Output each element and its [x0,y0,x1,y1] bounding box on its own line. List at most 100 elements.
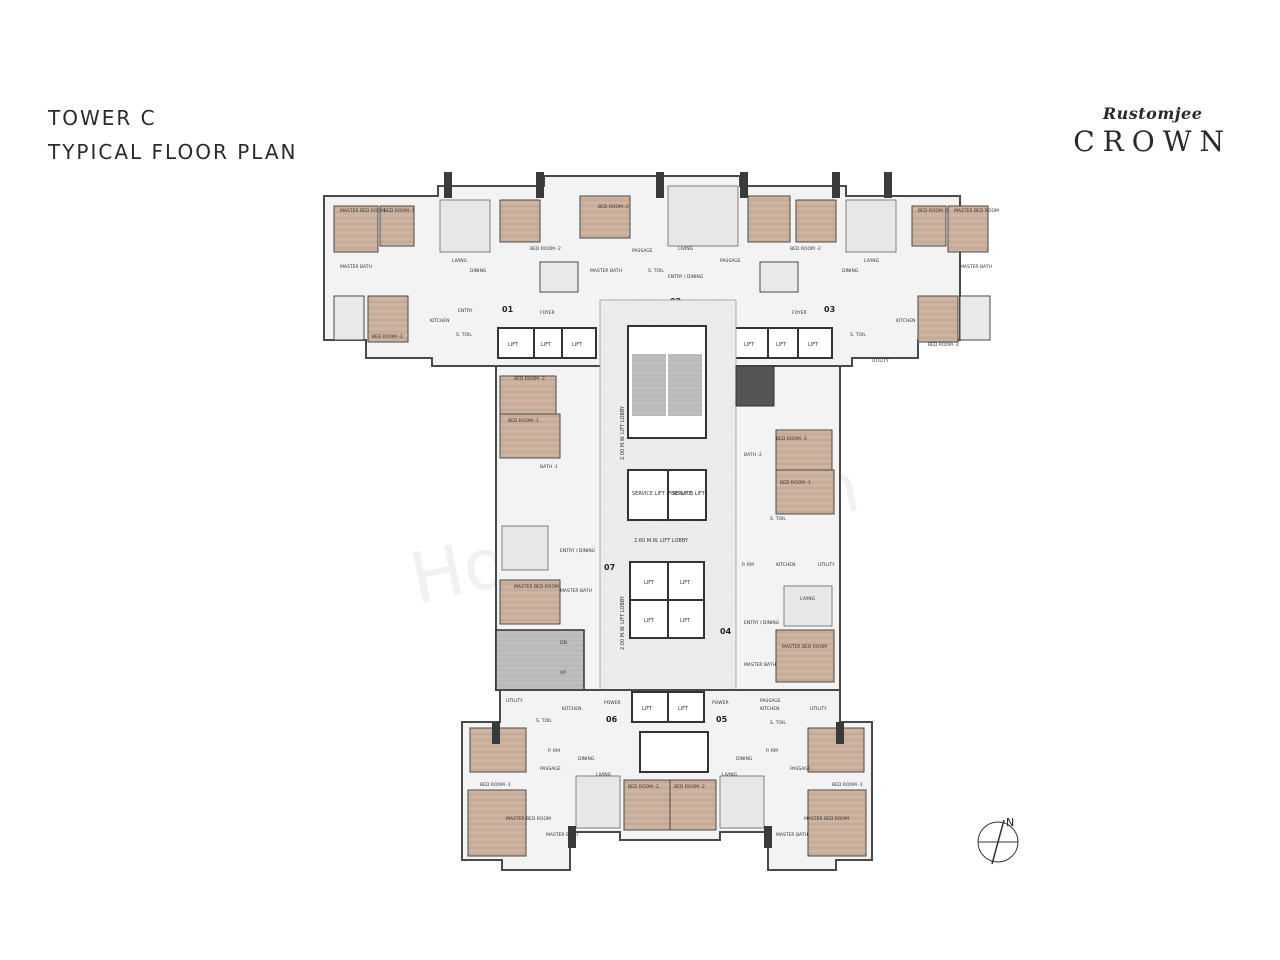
label-dining-i: DINING [736,756,753,762]
label-bed-room-2-e: BED ROOM -2 [928,342,959,348]
plan-title-tower: TOWER C [48,106,157,130]
label-power-h: POWER [604,700,621,706]
label-bed-room-2-b: BED ROOM -2 [530,246,561,252]
lift-label-9: LIFT [644,618,655,624]
label-master-bed-room-h: MASTER BED ROOM [506,816,551,822]
lift-label-5: LIFT [776,342,787,348]
label-passage-h: PASSAGE [540,766,561,772]
lobby-label-left-bottom: 2.00 M.W. LIFT LOBBY [620,595,626,650]
label-s-toil-g: S. TOIL [770,516,786,522]
label-living-h: LIVING [596,772,612,778]
unit-number-04: 04 [720,627,732,636]
label-s-toil-c: S. TOIL [850,332,866,338]
label-living-i: LIVING [722,772,738,778]
label-power-i: POWER [712,700,729,706]
label-p-rm-g: P. RM [742,562,754,568]
top-wing: MASTER BED ROOM BED ROOM -1 MASTER BATH … [323,172,999,367]
label-master-bed-room-i: MASTER BED ROOM [804,816,849,822]
label-master-bath-i: MASTER BATH [776,832,808,838]
lift-label-7: LIFT [644,580,655,586]
label-master-bath-c: MASTER BATH [960,264,992,270]
label-passage-i: PASSAGE [760,698,781,704]
label-bed-room-1-i: BED ROOM -1 [832,782,863,788]
lift-label-4: LIFT [744,342,755,348]
lift-label-12: LIFT [678,706,689,712]
label-entry-dining-f: ENTRY / DINING [560,548,596,554]
north-compass: N [977,816,1019,865]
brand-logo: Rustomjee CROWN [1073,104,1232,158]
label-master-bath-h: MASTER BATH [546,832,578,838]
brand-small-text: Rustomjee [1102,104,1203,123]
label-passage-a: PASSAGE [632,248,653,254]
label-dining-a: DINING [470,268,487,274]
label-kitchen-c: KITCHEN [896,318,916,324]
label-bed-room-2-a: BED ROOM -2 [372,334,403,340]
label-passage-j: PASSAGE [790,766,811,772]
label-master-bath-f: MASTER BATH [560,588,592,594]
lobby-label-center: 2.60 M.W. LIFT LOBBY [634,538,689,544]
label-kitchen-a: KITCHEN [430,318,450,324]
label-utility-g: UTILITY [818,562,835,568]
service-lift-label-1: SERVICE LIFT (FIRE LIFT) [632,491,693,497]
central-core: SERVICE LIFT (FIRE LIFT) SERVICE LIFT LI… [495,299,841,711]
label-dining-c: DINING [842,268,859,274]
unit-number-03: 03 [824,305,835,314]
label-master-bed-room-c: MASTER BED ROOM [954,208,999,214]
label-foyer-a: FOYER [540,310,555,316]
top-left-lifts: LIFT LIFT LIFT [497,327,597,359]
label-dining-h: DINING [578,756,595,762]
stair-label-up: UP [560,670,566,676]
label-bath-2-g: BATH -2 [744,452,762,458]
label-bed-room-1-a: BED ROOM -1 [384,208,415,214]
label-bed-room-2-c: BED ROOM -2 [598,204,629,210]
label-s-toil-h: S. TOIL [536,718,552,724]
label-master-bath-g: MASTER BATH [744,662,776,668]
label-entry-dining-b: ENTRY / DINING [668,274,704,280]
label-living-a: LIVING [452,258,468,264]
label-bed-room-2-i: BED ROOM -2 [674,784,705,790]
unit-number-07: 07 [604,563,615,572]
lift-label-1: LIFT [508,342,519,348]
label-bath-1-f: BATH -1 [540,464,558,470]
label-master-bed-room-1: MASTER BED ROOM [340,208,385,214]
label-utility-i: UTILITY [810,706,827,712]
unit-number-01: 01 [502,305,514,314]
label-passage-b: PASSAGE [720,258,741,264]
unit-number-06: 06 [606,715,618,724]
stair-label-dn: DN [560,640,567,646]
label-s-toil-b: S. TOIL [648,268,664,274]
label-entry-dining-g: ENTRY / DINING [744,620,780,626]
label-living-g: LIVING [800,596,816,602]
lobby-label-left-top: 2.00 M.W. LIFT LOBBY [620,405,626,460]
plan-title-floor: TYPICAL FLOOR PLAN [48,140,298,164]
label-s-toil-a: S. TOIL [456,332,472,338]
label-kitchen-h: KITCHEN [562,706,582,712]
lift-label-2: LIFT [541,342,552,348]
label-bed-room-2-f: BED ROOM -2 [514,376,545,382]
label-p-rm-h: P. RM [548,748,560,754]
lift-label-3: LIFT [572,342,583,348]
label-bed-room-1-g: BED ROOM -1 [780,480,811,486]
label-kitchen-g: KITCHEN [776,562,796,568]
lift-label-6: LIFT [808,342,819,348]
lift-label-10: LIFT [680,618,691,624]
label-master-bath-1: MASTER BATH [340,264,372,270]
label-master-bed-room-f: MASTER BED ROOM [514,584,559,590]
label-kitchen-i: KITCHEN [760,706,780,712]
label-master-bed-room-g: MASTER BED ROOM [782,644,827,650]
label-p-rm-i: P. RM [766,748,778,754]
label-entry-a: ENTRY [458,308,473,314]
label-bed-room-1-f: BED ROOM -1 [508,418,539,424]
label-foyer-c: FOYER [792,310,807,316]
label-utility-h: UTILITY [506,698,523,704]
compass-north-icon: N [1006,816,1014,829]
bottom-wing: LIFT LIFT UTILITY KITCHEN S. TOIL POWER … [461,689,873,871]
lift-label-8: LIFT [680,580,691,586]
label-living-b: LIVING [678,246,694,252]
brand-big-text: CROWN [1073,125,1232,158]
label-bed-room-2-d: BED ROOM -2 [790,246,821,252]
label-s-toil-i: S. TOIL [770,720,786,726]
label-bed-room-1-h: BED ROOM -1 [480,782,511,788]
label-master-bath-b: MASTER BATH [590,268,622,274]
